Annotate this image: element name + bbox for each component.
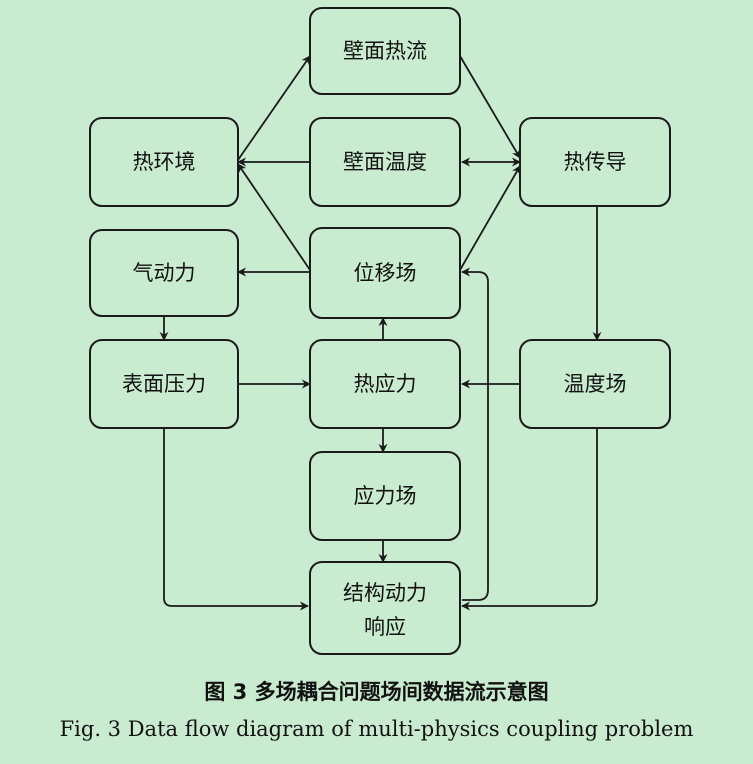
edge-surface-pressure-to-structural-response bbox=[163, 428, 309, 611]
node-wall-heat-flux: 壁面热流 bbox=[309, 7, 461, 95]
node-label: 结构动力 bbox=[343, 581, 427, 605]
edge-temperature-field-to-structural-response bbox=[461, 428, 598, 611]
node-label: 热环境 bbox=[133, 150, 196, 174]
node-label: 表面压力 bbox=[122, 372, 206, 396]
data-flow-diagram: 壁面热流 热环境 壁面温度 热传导 气动力 位移场 表面压力 热应力 温度场 应… bbox=[89, 7, 671, 655]
node-label: 应力场 bbox=[354, 484, 417, 508]
node-label: 壁面温度 bbox=[343, 150, 427, 174]
edge-wall-heat-flux-to-heat-conduction bbox=[459, 55, 521, 159]
edge-displacement-to-heat-conduction bbox=[459, 165, 521, 271]
figure-caption-en: Fig. 3 Data flow diagram of multi-physic… bbox=[59, 717, 694, 741]
node-structural-dynamic-response: 结构动力 响应 bbox=[309, 561, 461, 655]
node-label: 壁面热流 bbox=[343, 39, 427, 63]
figure-caption-cn: 图 3 多场耦合问题场间数据流示意图 bbox=[204, 680, 549, 704]
node-thermal-environment: 热环境 bbox=[89, 117, 239, 207]
node-heat-conduction: 热传导 bbox=[519, 117, 671, 207]
node-displacement-field: 位移场 bbox=[309, 227, 461, 319]
node-thermal-stress: 热应力 bbox=[309, 339, 461, 429]
edges bbox=[159, 55, 602, 611]
node-label: 气动力 bbox=[133, 261, 196, 285]
node-surface-pressure: 表面压力 bbox=[89, 339, 239, 429]
node-label: 温度场 bbox=[564, 372, 627, 396]
node-label: 热应力 bbox=[354, 372, 417, 396]
node-wall-temperature: 壁面温度 bbox=[309, 117, 461, 207]
node-stress-field: 应力场 bbox=[309, 451, 461, 541]
node-temperature-field: 温度场 bbox=[519, 339, 671, 429]
node-label: 位移场 bbox=[354, 261, 417, 285]
edge-displacement-to-thermal-env bbox=[237, 163, 311, 271]
node-aerodynamics: 气动力 bbox=[89, 229, 239, 317]
node-label: 热传导 bbox=[564, 150, 627, 174]
node-label: 响应 bbox=[364, 615, 406, 639]
edge-structural-response-to-displacement bbox=[461, 267, 489, 601]
edge-thermal-env-to-wall-heat-flux bbox=[237, 55, 311, 161]
